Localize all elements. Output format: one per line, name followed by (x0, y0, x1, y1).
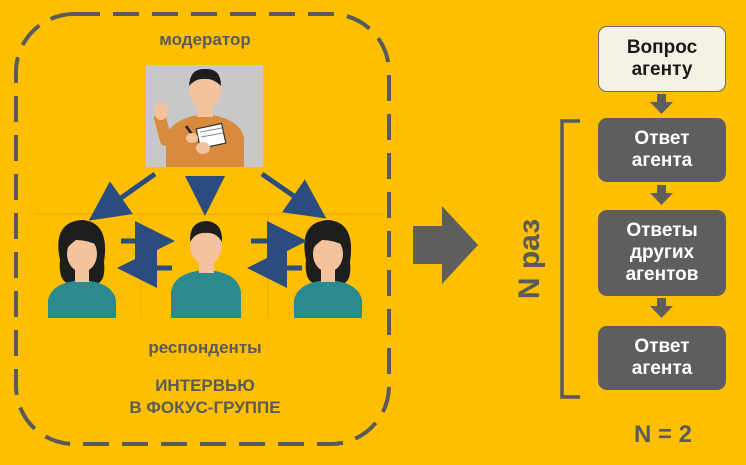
question-box: Вопрос агенту (598, 26, 726, 92)
caption-line-1: ИНТЕРВЬЮ (155, 376, 255, 395)
agent-answer-box-1: Ответ агента (598, 118, 726, 182)
woman-respondent-icon (48, 220, 116, 318)
woman-respondent-icon-2 (294, 220, 362, 318)
exchange-arrows (117, 221, 307, 288)
other-agents-answers-box: Ответы других агентов (598, 210, 726, 296)
focus-group-frame (14, 12, 391, 446)
moderator-illustration (146, 65, 263, 167)
n-value-label: N = 2 (633, 421, 693, 448)
respondents-label: респонденты (148, 338, 262, 357)
moderator-label: модератор (159, 30, 251, 49)
caption-line-2: В ФОКУС-ГРУППЕ (129, 398, 281, 417)
big-right-arrow-icon (413, 206, 478, 284)
repeat-label: N раз (513, 218, 546, 300)
moderator-arrows (88, 171, 327, 221)
repeat-bracket (560, 119, 580, 399)
agent-answer-box-2: Ответ агента (598, 326, 726, 390)
flow-arrows (650, 94, 673, 318)
man-respondent-icon (171, 221, 241, 318)
